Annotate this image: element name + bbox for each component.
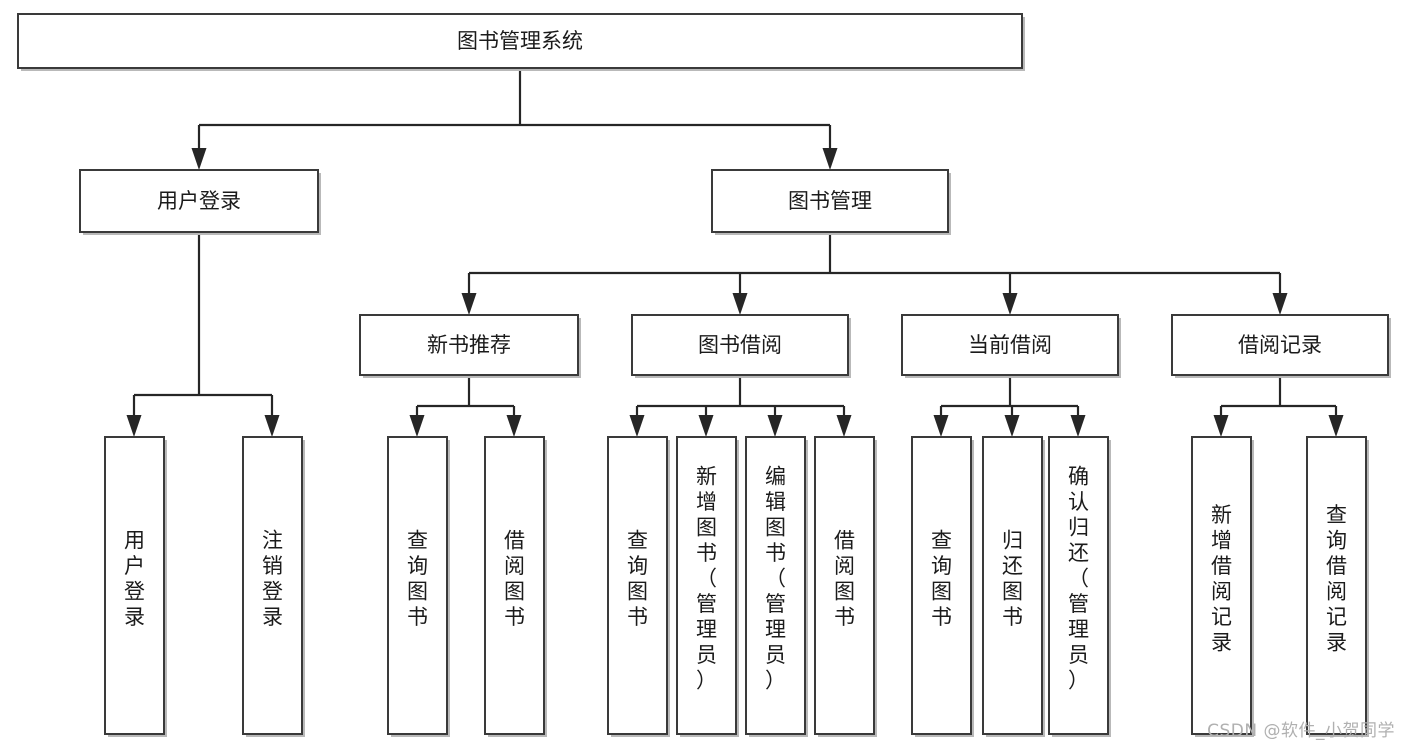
arrow-user-login: [191, 125, 207, 170]
node-leaf-add-book[interactable]: 新增图书（管理员）: [676, 436, 739, 737]
node-label: 用户登录: [124, 528, 145, 629]
node-label: 归还图书: [1002, 528, 1023, 629]
node-leaf-query-record[interactable]: 查询借阅记录: [1306, 436, 1369, 737]
arrow-leaf-user-login: [126, 395, 142, 437]
node-user-login[interactable]: 用户登录: [79, 169, 321, 235]
node-current-borrow[interactable]: 当前借阅: [901, 314, 1121, 378]
node-label: 查询图书: [407, 528, 428, 629]
arrow-leaf-edit-book: [767, 406, 783, 437]
arrow-book-borrow: [732, 273, 748, 315]
connector-bus: [134, 232, 272, 397]
node-leaf-query-book-2[interactable]: 查询图书: [607, 436, 670, 737]
arrow-leaf-return-book: [1004, 406, 1020, 437]
node-label: 查询图书: [931, 528, 952, 629]
node-label: 图书管理: [788, 189, 872, 213]
node-label: 查询图书: [627, 528, 648, 629]
node-leaf-borrow-book-1[interactable]: 借阅图书: [484, 436, 547, 737]
node-label: 借阅图书: [834, 528, 855, 629]
arrow-leaf-borrow-book-2: [836, 406, 852, 437]
node-label: 当前借阅: [968, 333, 1052, 357]
arrow-leaf-query-book-3: [933, 406, 949, 437]
node-label: 新增图书（管理员）: [696, 465, 717, 693]
arrow-book-manage: [822, 125, 838, 170]
node-leaf-borrow-book-2[interactable]: 借阅图书: [814, 436, 877, 737]
arrow-leaf-add-book: [698, 406, 714, 437]
node-label: 查询借阅记录: [1326, 503, 1347, 655]
arrow-leaf-confirm-return: [1070, 406, 1086, 437]
nodes-layer: 图书管理系统用户登录图书管理新书推荐图书借阅当前借阅借阅记录用户登录注销登录查询…: [17, 13, 1391, 737]
node-label: 确认归还（管理员）: [1068, 465, 1089, 693]
node-label: 新书推荐: [427, 333, 511, 357]
node-label: 编辑图书（管理员）: [765, 465, 786, 693]
node-label: 用户登录: [157, 189, 241, 213]
node-leaf-query-book-3[interactable]: 查询图书: [911, 436, 974, 737]
node-label: 图书管理系统: [457, 29, 583, 53]
node-label: 借阅记录: [1238, 333, 1322, 357]
arrow-borrow-record: [1272, 273, 1288, 315]
connector-bus: [417, 375, 514, 408]
node-root[interactable]: 图书管理系统: [17, 13, 1025, 71]
arrow-new-book-rec: [461, 273, 477, 315]
node-new-book-rec[interactable]: 新书推荐: [359, 314, 581, 378]
node-leaf-logout[interactable]: 注销登录: [242, 436, 305, 737]
arrow-leaf-query-book-1: [409, 406, 425, 437]
connector-bus: [941, 375, 1078, 408]
connectors-layer: [134, 68, 1336, 408]
node-book-borrow[interactable]: 图书借阅: [631, 314, 851, 378]
connector-bus: [469, 232, 1280, 275]
node-label: 注销登录: [262, 528, 283, 629]
arrow-leaf-query-record: [1328, 406, 1344, 437]
arrow-current-borrow: [1002, 273, 1018, 315]
arrow-leaf-add-record: [1213, 406, 1229, 437]
node-label: 借阅图书: [504, 528, 525, 629]
node-leaf-user-login[interactable]: 用户登录: [104, 436, 167, 737]
arrow-leaf-query-book-2: [629, 406, 645, 437]
node-label: 新增借阅记录: [1211, 503, 1232, 655]
connector-bus: [1221, 375, 1336, 408]
node-leaf-add-record[interactable]: 新增借阅记录: [1191, 436, 1254, 737]
arrow-leaf-borrow-book-1: [506, 406, 522, 437]
node-leaf-edit-book[interactable]: 编辑图书（管理员）: [745, 436, 808, 737]
node-leaf-return-book[interactable]: 归还图书: [982, 436, 1045, 737]
node-leaf-query-book-1[interactable]: 查询图书: [387, 436, 450, 737]
arrow-leaf-logout: [264, 395, 280, 437]
node-borrow-record[interactable]: 借阅记录: [1171, 314, 1391, 378]
node-leaf-confirm-return[interactable]: 确认归还（管理员）: [1048, 436, 1111, 737]
connector-bus: [637, 375, 844, 408]
arrows-layer: [126, 125, 1344, 437]
node-book-manage[interactable]: 图书管理: [711, 169, 951, 235]
connector-bus: [199, 68, 830, 127]
node-label: 图书借阅: [698, 333, 782, 357]
